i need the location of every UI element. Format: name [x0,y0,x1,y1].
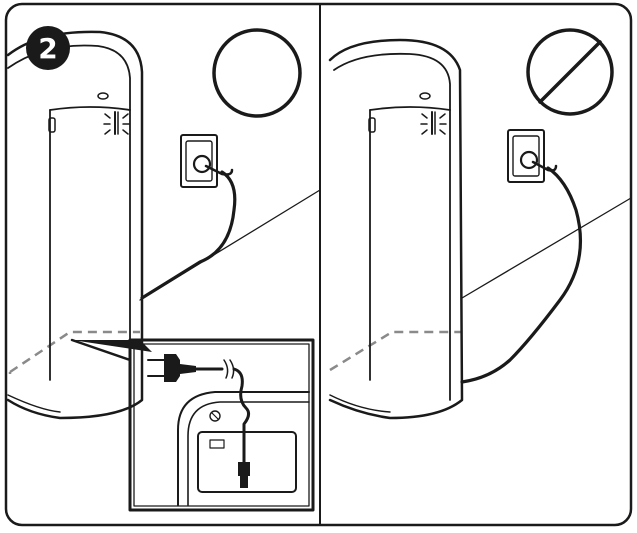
wall-socket [180,134,234,188]
power-cable-loose [460,166,583,384]
circle-icon [212,28,302,118]
step-badge: 2 [26,26,70,70]
indicator-light-icon-right [420,111,447,135]
indicator-light-icon [103,111,130,135]
plug-icon [147,354,196,382]
prohibited-icon [526,28,614,116]
panel-incorrect [328,28,632,420]
step-number: 2 [38,32,57,65]
floor-dashed-outline-right [329,330,462,372]
power-cable [140,170,237,300]
floor-dashed-outline [8,330,140,374]
speaker-tower-right [328,38,464,420]
wall-socket-right [507,129,558,183]
floor-wall-line-right [461,197,632,299]
panel-correct: 2 [6,26,321,512]
inset-detail [128,338,315,512]
callout-pointer [72,340,152,352]
figure-frame [4,2,633,527]
